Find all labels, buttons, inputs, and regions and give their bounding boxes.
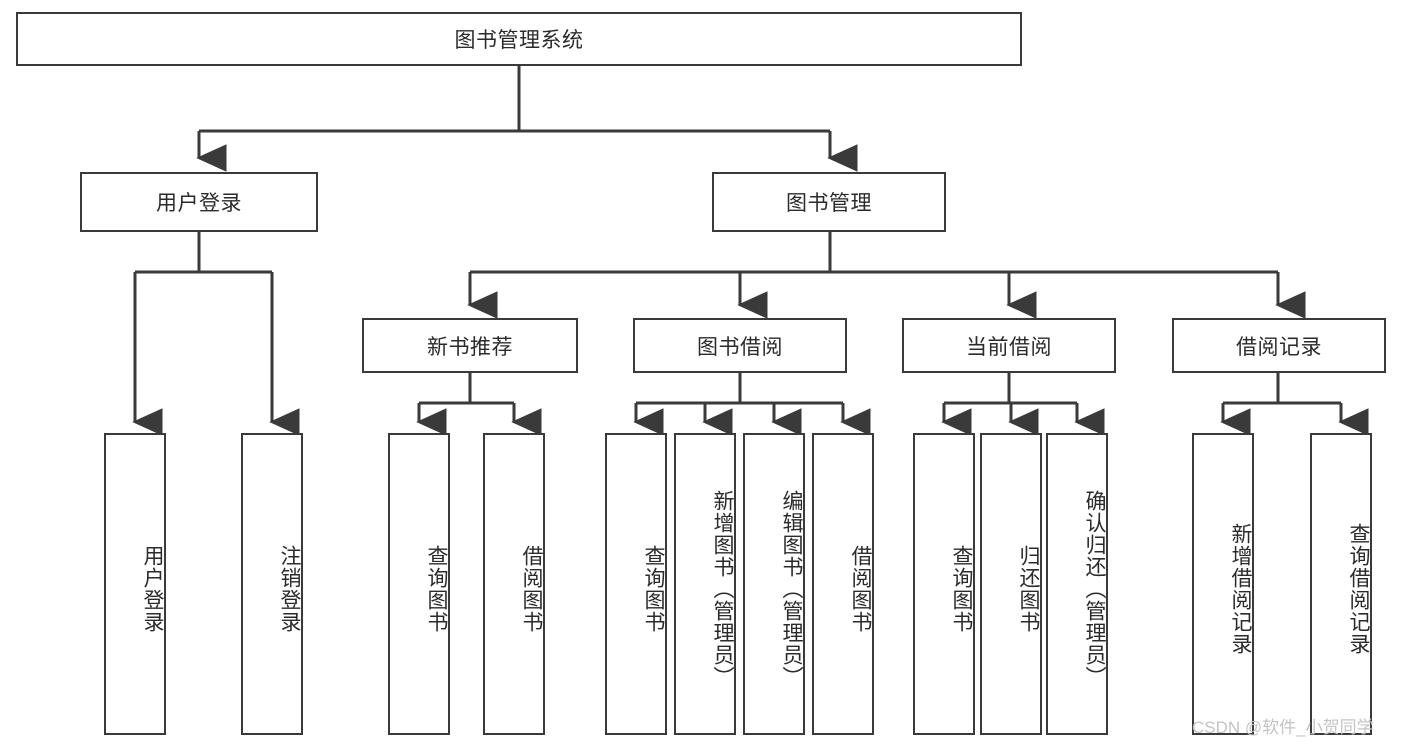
node-leaf-query-book-newbook-label: 查询图书 [425,545,448,633]
node-leaf-add-borrow-record-label: 新增借阅记录 [1229,523,1252,655]
csdn-watermark: CSDN @软件_小贺同学 [1192,718,1374,737]
node-leaf-edit-book-admin[interactable]: 编辑图书（管理员） [743,433,805,735]
node-leaf-borrow-book-label: 借阅图书 [849,545,872,633]
node-leaf-user-login[interactable]: 用户登录 [104,433,166,735]
node-leaf-query-borrow-record-label: 查询借阅记录 [1347,523,1370,655]
node-new-book-recommend[interactable]: 新书推荐 [362,318,578,373]
node-leaf-return-book[interactable]: 归还图书 [980,433,1042,735]
node-leaf-query-book-current[interactable]: 查询图书 [913,433,975,735]
node-leaf-borrow-book-newbook[interactable]: 借阅图书 [483,433,545,735]
node-leaf-query-book-current-label: 查询图书 [950,545,973,633]
node-user-login-label: 用户登录 [156,192,242,215]
node-leaf-borrow-book-newbook-label: 借阅图书 [520,545,543,633]
node-book-management-label: 图书管理 [786,192,872,215]
node-new-book-recommend-label: 新书推荐 [427,335,513,359]
node-book-borrow[interactable]: 图书借阅 [633,318,847,373]
node-leaf-user-login-label: 用户登录 [141,545,164,633]
node-current-borrow-label: 当前借阅 [966,335,1052,359]
node-leaf-query-book-newbook[interactable]: 查询图书 [388,433,450,735]
node-leaf-logout[interactable]: 注销登录 [241,433,303,735]
node-leaf-query-book-borrow-label: 查询图书 [642,545,665,633]
node-current-borrow[interactable]: 当前借阅 [902,318,1116,373]
node-root-label: 图书管理系统 [454,29,584,52]
node-leaf-add-book-admin-label: 新增图书（管理员） [711,490,734,688]
node-leaf-logout-label: 注销登录 [278,545,301,633]
node-leaf-add-borrow-record[interactable]: 新增借阅记录 [1192,433,1254,735]
node-leaf-borrow-book[interactable]: 借阅图书 [812,433,874,735]
node-leaf-query-borrow-record[interactable]: 查询借阅记录 [1310,433,1372,735]
node-leaf-edit-book-admin-label: 编辑图书（管理员） [780,490,803,688]
node-leaf-query-book-borrow[interactable]: 查询图书 [605,433,667,735]
node-borrow-record-label: 借阅记录 [1236,335,1322,359]
node-borrow-record[interactable]: 借阅记录 [1172,318,1386,373]
node-user-login[interactable]: 用户登录 [80,172,318,232]
node-leaf-return-book-label: 归还图书 [1017,545,1040,633]
node-book-borrow-label: 图书借阅 [697,335,783,359]
node-root-book-management-system[interactable]: 图书管理系统 [16,12,1022,66]
node-leaf-confirm-return-admin[interactable]: 确认归还（管理员） [1046,433,1108,735]
node-book-management[interactable]: 图书管理 [712,172,946,232]
node-leaf-add-book-admin[interactable]: 新增图书（管理员） [674,433,736,735]
node-leaf-confirm-return-admin-label: 确认归还（管理员） [1083,490,1106,688]
